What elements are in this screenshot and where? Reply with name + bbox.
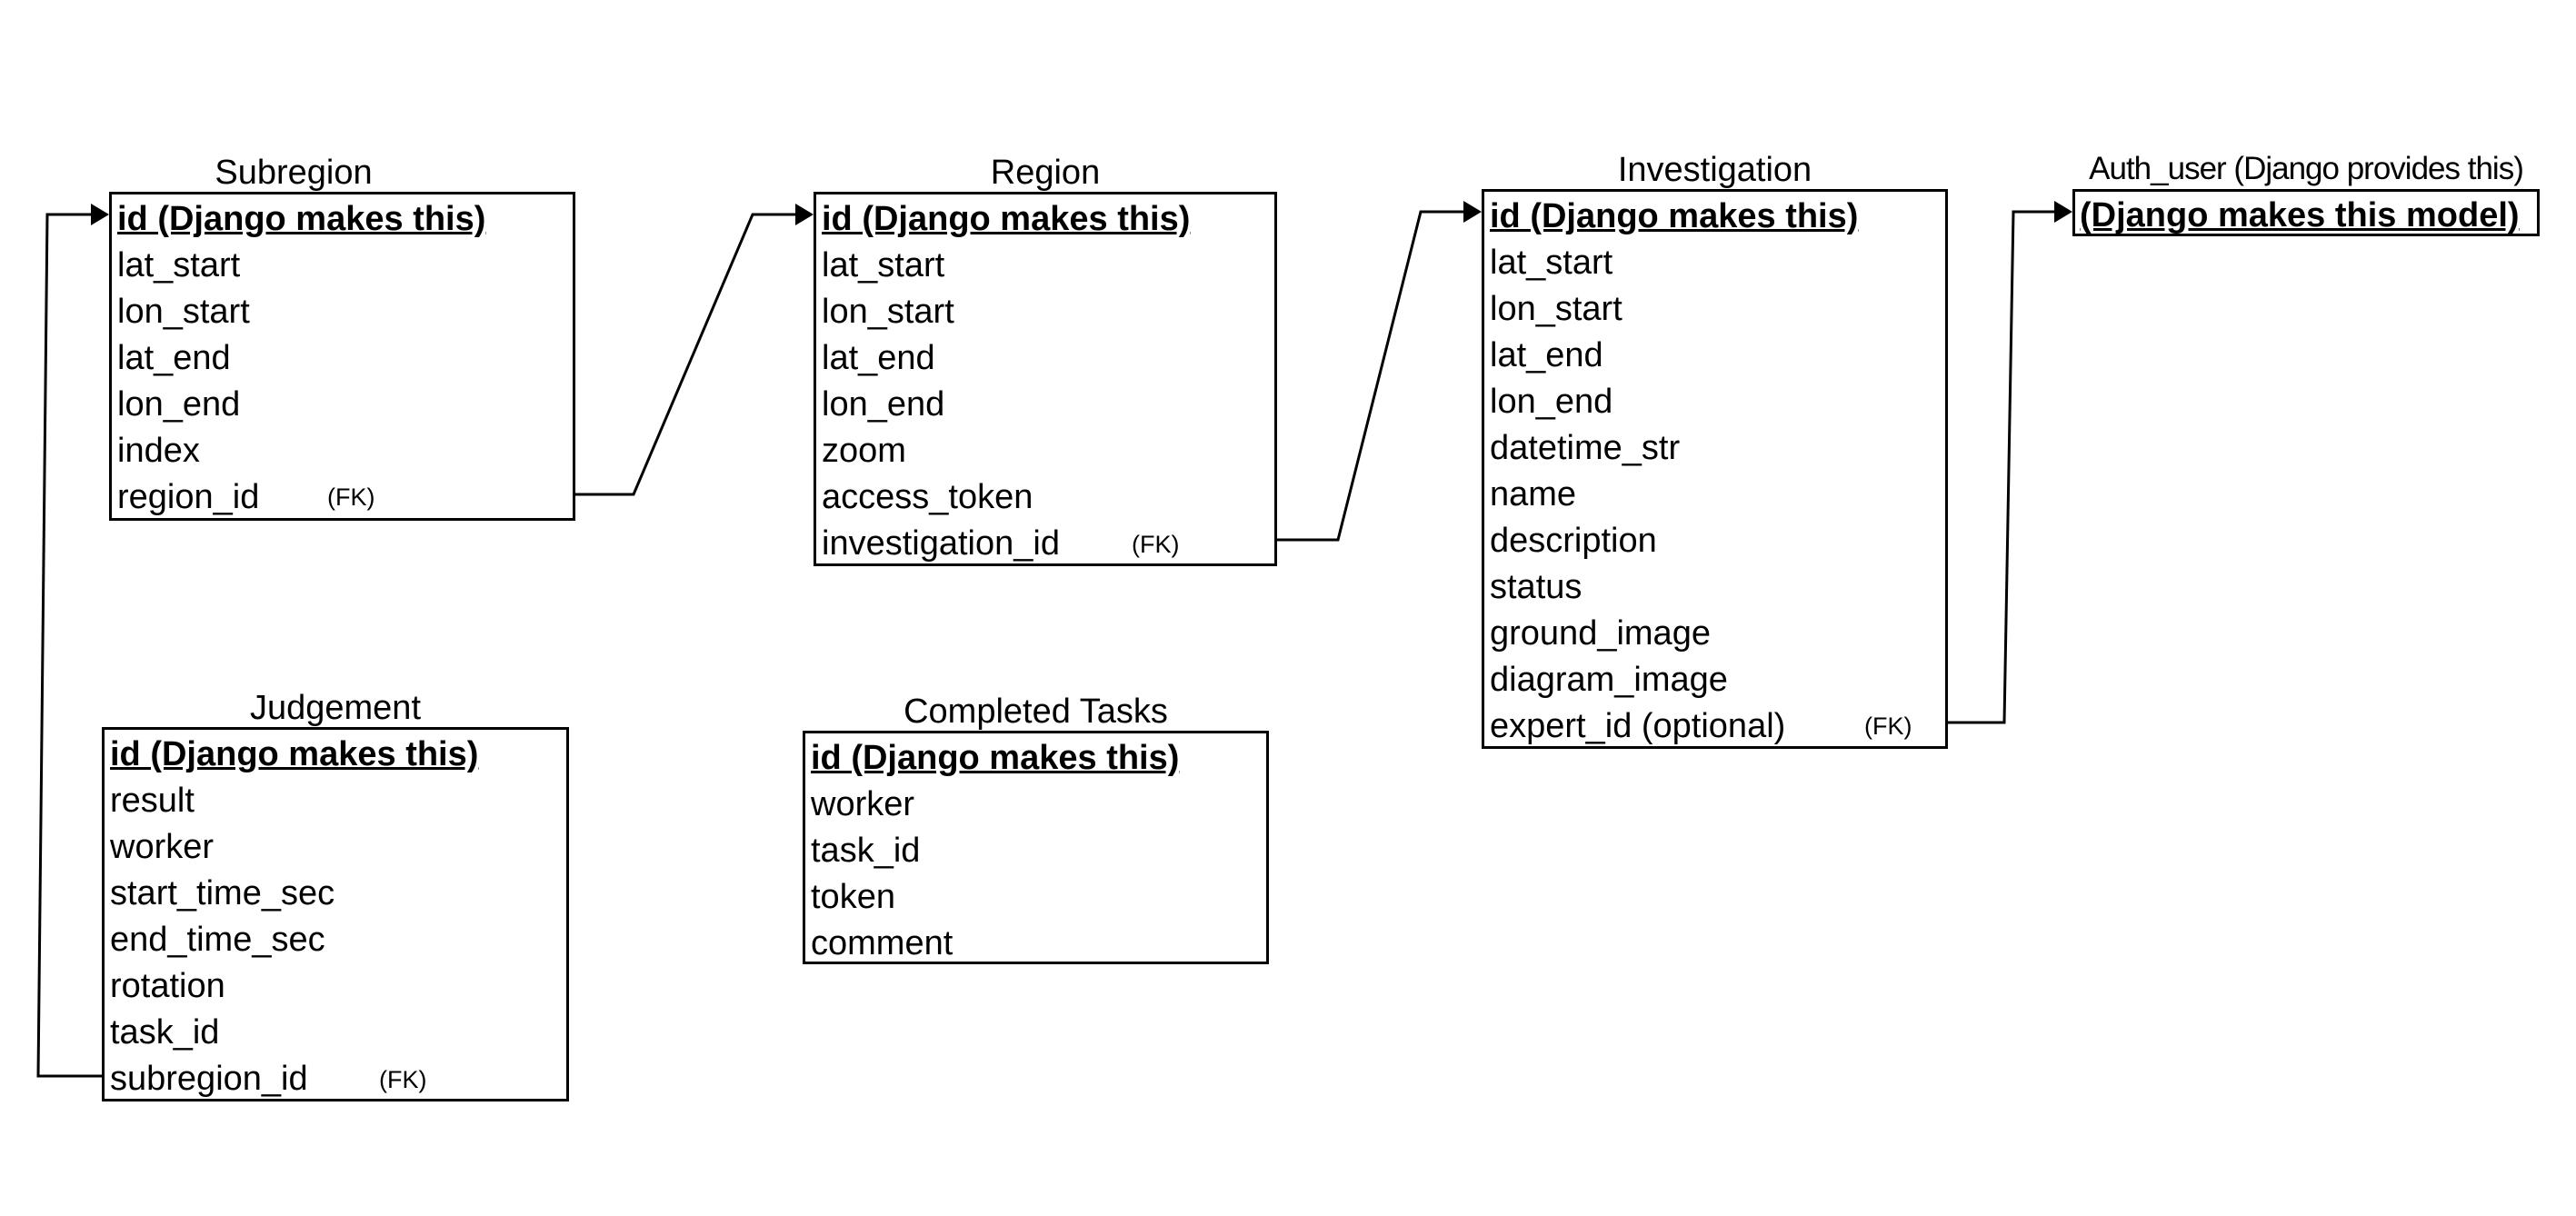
field-subregion-region-id: region_id: [117, 478, 260, 516]
fk-tag-region-investigation-id: (FK): [1132, 531, 1180, 558]
connector-investigation-to-auth-user: [1948, 210, 2062, 724]
field-completed-tasks-token: token: [811, 878, 895, 916]
field-judgement-subregion-id: subregion_id: [110, 1060, 308, 1098]
field-investigation-lat-end: lat_end: [1490, 336, 1603, 374]
arrowhead-auth-user: [2054, 201, 2072, 223]
arrowhead-region: [795, 204, 814, 225]
fk-tag-judgement-subregion-id: (FK): [379, 1066, 427, 1093]
field-investigation-lon-start: lon_start: [1490, 290, 1622, 328]
field-investigation-id: id (Django makes this): [1490, 197, 1859, 235]
arrowhead-investigation: [1463, 201, 1482, 223]
entity-box-investigation: id (Django makes this) lat_start lon_sta…: [1482, 189, 1948, 749]
entity-box-region: id (Django makes this) lat_start lon_sta…: [814, 192, 1277, 566]
connector-region-to-investigation: [1277, 210, 1472, 542]
entity-title-investigation: Investigation: [1617, 151, 1812, 189]
connector-judgement-to-subregion: [36, 213, 102, 1078]
field-judgement-result: result: [110, 782, 195, 820]
field-judgement-worker: worker: [110, 828, 215, 866]
field-completed-tasks-id: id (Django makes this): [811, 739, 1180, 777]
field-judgement-id: id (Django makes this): [110, 735, 479, 773]
field-subregion-id: id (Django makes this): [117, 200, 486, 238]
field-region-lon-start: lon_start: [822, 293, 954, 331]
field-investigation-lon-end: lon_end: [1490, 383, 1613, 421]
fk-tag-investigation-expert-id: (FK): [1864, 713, 1912, 740]
field-investigation-expert-id: expert_id (optional): [1490, 707, 1786, 745]
entity-box-completed-tasks: id (Django makes this) worker task_id to…: [803, 731, 1269, 964]
field-subregion-lon-end: lon_end: [117, 385, 241, 424]
field-investigation-status: status: [1490, 568, 1583, 606]
field-subregion-lat-end: lat_end: [117, 339, 231, 377]
field-region-access-token: access_token: [822, 478, 1033, 516]
field-completed-tasks-task-id: task_id: [811, 832, 921, 870]
field-investigation-lat-start: lat_start: [1490, 244, 1613, 282]
entity-box-subregion: id (Django makes this) lat_start lon_sta…: [109, 192, 575, 521]
field-investigation-datetime-str: datetime_str: [1490, 429, 1681, 467]
field-judgement-end-time-sec: end_time_sec: [110, 921, 325, 959]
entity-title-subregion: Subregion: [215, 154, 373, 192]
field-judgement-rotation: rotation: [110, 967, 225, 1005]
field-region-lon-end: lon_end: [822, 385, 945, 424]
field-region-investigation-id: investigation_id: [822, 524, 1060, 563]
field-region-id: id (Django makes this): [822, 200, 1191, 238]
fk-tag-subregion-region-id: (FK): [327, 483, 375, 511]
connector-subregion-to-region: [575, 213, 804, 496]
entity-title-auth-user: Auth_user (Django provides this): [2089, 151, 2524, 186]
entity-box-judgement: id (Django makes this) result worker sta…: [102, 727, 569, 1101]
field-completed-tasks-comment: comment: [811, 924, 954, 962]
arrowhead-subregion: [91, 204, 109, 225]
field-subregion-lat-start: lat_start: [117, 246, 241, 284]
entity-title-region: Region: [990, 154, 1101, 192]
field-subregion-lon-start: lon_start: [117, 293, 250, 331]
field-investigation-description: description: [1490, 522, 1657, 560]
field-judgement-task-id: task_id: [110, 1013, 220, 1052]
entity-title-judgement: Judgement: [249, 689, 421, 727]
entity-box-auth-user: (Django makes this model): [2072, 189, 2540, 236]
field-investigation-diagram-image: diagram_image: [1490, 661, 1728, 699]
field-region-zoom: zoom: [822, 432, 906, 470]
field-judgement-start-time-sec: start_time_sec: [110, 874, 335, 912]
entity-title-completed-tasks: Completed Tasks: [904, 693, 1168, 731]
field-investigation-ground-image: ground_image: [1490, 614, 1711, 653]
field-auth-user-model: (Django makes this model): [2080, 196, 2520, 234]
field-completed-tasks-worker: worker: [811, 785, 915, 823]
field-investigation-name: name: [1490, 475, 1577, 513]
field-region-lat-end: lat_end: [822, 339, 935, 377]
field-region-lat-start: lat_start: [822, 246, 945, 284]
field-subregion-index: index: [117, 432, 200, 470]
